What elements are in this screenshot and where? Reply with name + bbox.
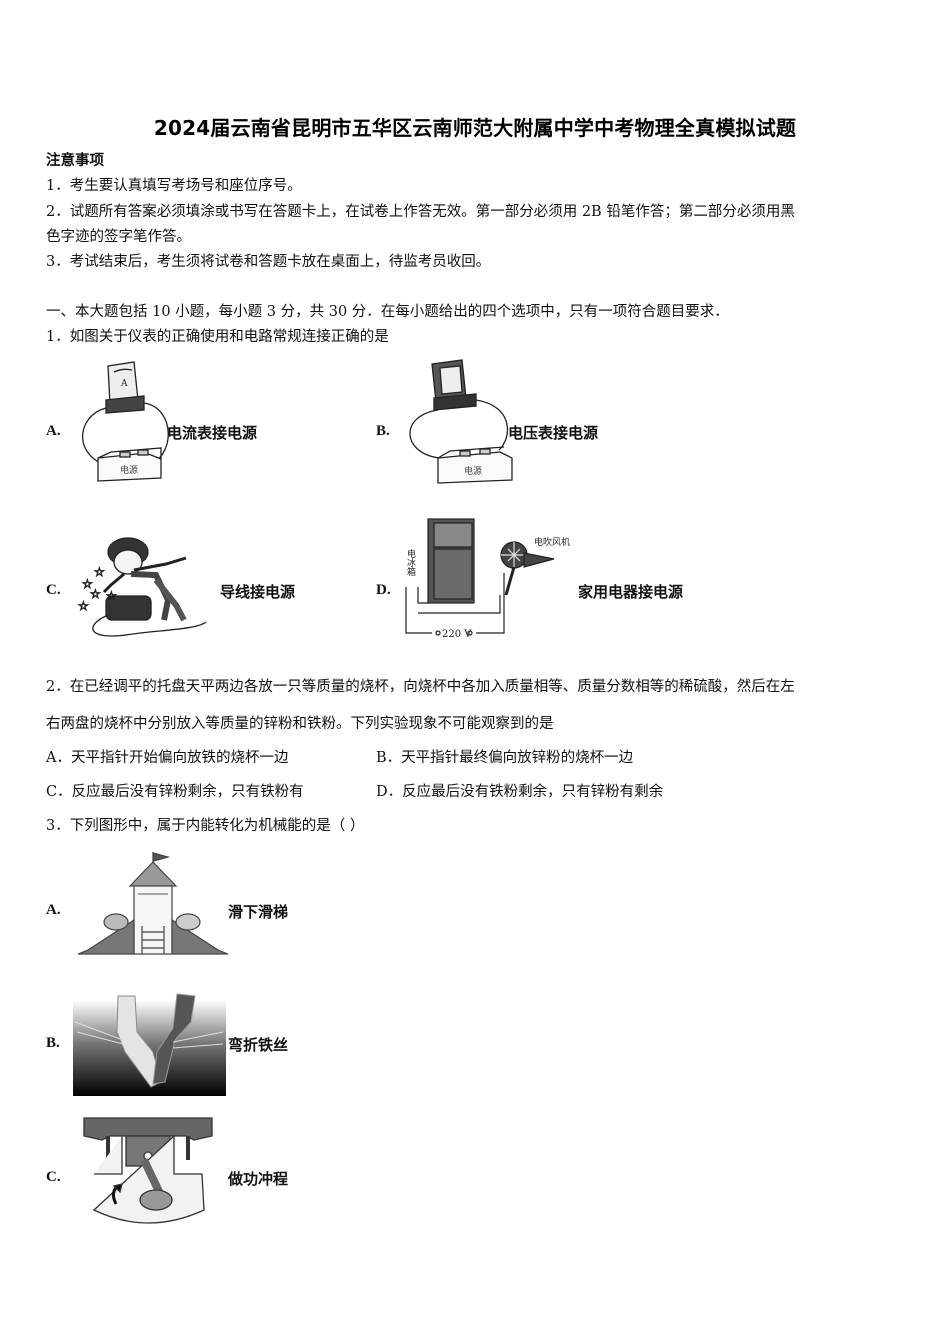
q2-option-a: A．天平指针开始偏向放铁的烧杯一边 — [46, 750, 289, 766]
boy-short-circuit-figure: ☆ ☆ ☆ ☆ ☆ — [78, 537, 207, 637]
q1-option-a-label: A. — [46, 423, 61, 439]
svg-text:☆: ☆ — [78, 599, 89, 613]
ammeter-battery-figure: A 电源 — [82, 361, 169, 482]
svg-text:电吹风机: 电吹风机 — [534, 536, 570, 548]
notice-item-2: 2．试题所有答案必须填涂或书写在答题卡上，在试卷上作答无效。第一部分必须用 2B… — [46, 204, 795, 220]
q3-option-b-caption: 弯折铁丝 — [228, 1036, 289, 1054]
q2-stem-line2: 右两盘的烧杯中分别放入等质量的锌粉和铁粉。下列实验现象不可能观察到的是 — [46, 716, 554, 732]
svg-text:☆: ☆ — [94, 565, 105, 579]
q1-option-b-caption: 电压表接电源 — [508, 424, 599, 442]
svg-text:电冰箱: 电冰箱 — [405, 548, 416, 577]
svg-text:☆: ☆ — [90, 587, 101, 601]
engine-stroke-figure — [83, 1117, 213, 1224]
q3-option-b-label: B. — [46, 1035, 60, 1051]
svg-text:220 V: 220 V — [442, 629, 472, 640]
notice-heading: 注意事项 — [46, 152, 104, 169]
q2-option-d: D．反应最后没有铁粉剩余，只有锌粉有剩余 — [376, 784, 664, 800]
q2-option-c: C．反应最后没有锌粉剩余，只有铁粉有 — [46, 784, 304, 800]
q3-stem: 3．下列图形中，属于内能转化为机械能的是（ ） — [46, 818, 365, 834]
q1-stem: 1．如图关于仪表的正确使用和电路常规连接正确的是 — [46, 329, 389, 345]
svg-text:A: A — [120, 379, 128, 389]
q2-option-b: B．天平指针最终偏向放锌粉的烧杯一边 — [376, 750, 634, 766]
svg-text:☆: ☆ — [82, 577, 93, 591]
q2-stem-line1: 2．在已经调平的托盘天平两边各放一只等质量的烧杯，向烧杯中各加入质量相等、质量分… — [46, 679, 795, 695]
voltmeter-battery-figure: 电源 — [409, 359, 513, 484]
section-heading: 一、本大题包括 10 小题，每小题 3 分，共 30 分．在每小题给出的四个选项… — [46, 304, 729, 320]
q3-option-a-label: A. — [46, 902, 61, 918]
notice-item-1: 1．考生要认真填写考场号和座位序号。 — [46, 178, 302, 194]
slide-figure — [77, 852, 229, 955]
q1-option-d-label: D. — [376, 582, 391, 598]
q3-option-c-label: C. — [46, 1169, 61, 1185]
q1-option-b-label: B. — [376, 423, 390, 439]
q1-option-c-caption: 导线接电源 — [220, 583, 296, 601]
svg-text:☆: ☆ — [106, 589, 117, 603]
bending-wire-figure — [73, 993, 226, 1096]
notice-item-2-cont: 色字迹的签字笔作答。 — [46, 229, 191, 245]
q1-option-d-caption: 家用电器接电源 — [578, 583, 684, 601]
svg-text:电源: 电源 — [120, 464, 138, 476]
q3-option-c-caption: 做功冲程 — [228, 1170, 289, 1188]
q1-option-a-caption: 电流表接电源 — [167, 424, 258, 442]
notice-item-3: 3．考试结束后，考生须将试卷和答题卡放在桌面上，待监考员收回。 — [46, 254, 491, 270]
svg-text:电源: 电源 — [464, 465, 482, 477]
page-title: 2024届云南省昆明市五华区云南师范大附属中学中考物理全真模拟试题 — [153, 116, 797, 140]
q1-option-c-label: C. — [46, 582, 61, 598]
fridge-hairdryer-figure: 电冰箱 电吹风机 220 V — [405, 518, 570, 640]
q3-option-a-caption: 滑下滑梯 — [228, 903, 289, 921]
